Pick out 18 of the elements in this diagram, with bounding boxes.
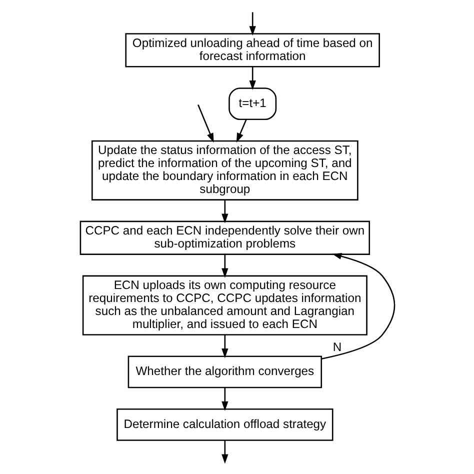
arrow	[221, 440, 228, 464]
arrow	[236, 119, 246, 143]
node-box: Determine calculation offload strategy	[116, 408, 333, 441]
arrow	[221, 200, 228, 224]
arrow	[248, 66, 256, 90]
arrow	[221, 254, 228, 278]
node-box: ECN uploads its own computing resource requirements to CCPC, CCPC updates information such as the unbalanced amount and Lagrangian multiplier, and issued to each ECN	[82, 275, 367, 336]
edge-label: N	[332, 340, 342, 354]
arrow	[221, 334, 228, 358]
node-box: t=t+1	[228, 88, 276, 120]
node-box: Update the status information of the access ST, predict the information of the upcoming ST, and update the boundary information in each ECN subgroup	[91, 140, 358, 200]
arrow	[197, 104, 214, 143]
arrow	[221, 388, 228, 411]
arrow	[320, 252, 395, 360]
node-box: Whether the algorithm converges	[127, 356, 322, 388]
node-box: Optimized unloading ahead of time based on forecast information	[124, 33, 380, 68]
node-box: CCPC and each ECN independently solve their own sub-optimization problems	[79, 220, 370, 255]
arrow	[248, 12, 256, 36]
